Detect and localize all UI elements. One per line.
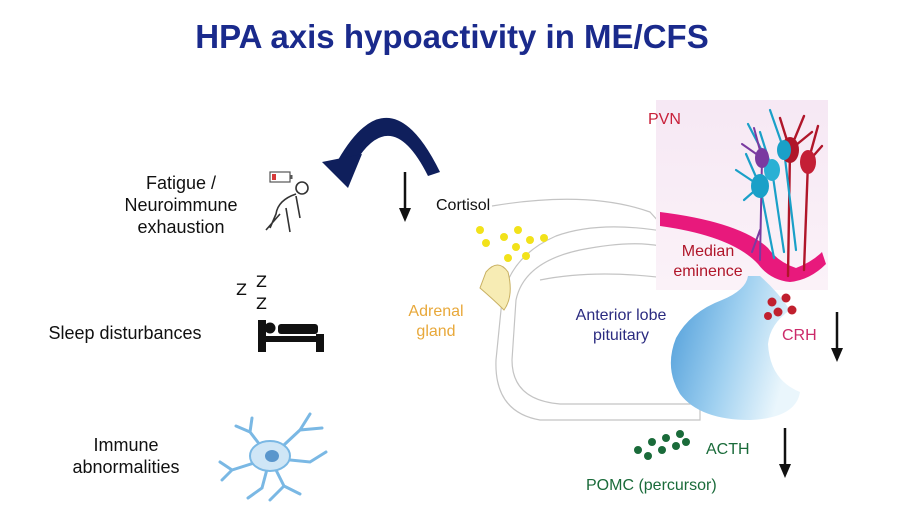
median-label-line2: eminence bbox=[673, 263, 743, 280]
sleep-z-3: Z bbox=[256, 294, 267, 313]
symptom-fatigue: Fatigue / Neuroimmune exhaustion bbox=[86, 172, 276, 238]
feedback-arrow bbox=[322, 117, 440, 188]
symptom-immune-line1: Immune bbox=[93, 435, 159, 455]
crh-label: CRH bbox=[782, 327, 817, 344]
sleep-z-1: Z bbox=[236, 280, 247, 299]
page-title: HPA axis hypoactivity in ME/CFS bbox=[195, 18, 709, 55]
neuron-bodies bbox=[751, 137, 816, 198]
crh-down-arrow bbox=[831, 312, 843, 362]
adrenal-label-line2: gland bbox=[416, 323, 456, 340]
symptom-sleep-line1: Sleep disturbances bbox=[48, 323, 202, 343]
symptom-immune-line2: abnormalities bbox=[72, 457, 180, 477]
cortisol-down-arrow bbox=[399, 172, 411, 222]
cortisol-label: Cortisol bbox=[436, 197, 491, 214]
acth-dots bbox=[634, 430, 690, 460]
anterior-label-line1: Anterior lobe bbox=[575, 307, 667, 324]
pvn-region bbox=[656, 100, 828, 290]
pvn-neurons bbox=[734, 108, 824, 278]
anterior-pituitary-label: Anterior lobe pituitary bbox=[558, 306, 684, 346]
low-battery-icon bbox=[269, 171, 293, 183]
symptom-fatigue-line1: Fatigue / bbox=[145, 173, 217, 193]
symptom-immune: Immune abnormalities bbox=[36, 434, 216, 478]
adrenal-label-line1: Adrenal bbox=[408, 303, 464, 320]
symptom-fatigue-line2: Neuroimmune bbox=[124, 195, 238, 215]
cortisol-dots bbox=[476, 226, 548, 262]
median-eminence-label: Median eminence bbox=[660, 242, 756, 282]
anterior-pituitary-shape bbox=[670, 276, 800, 420]
pvn-label: PVN bbox=[648, 111, 681, 128]
anterior-label-line2: pituitary bbox=[592, 327, 650, 344]
tired-person-icon bbox=[265, 181, 309, 233]
adrenal-label: Adrenal gland bbox=[398, 302, 474, 342]
sleep-z-2: Z bbox=[256, 272, 267, 291]
pomc-label: POMC (percursor) bbox=[586, 477, 717, 494]
median-eminence-shape bbox=[660, 212, 826, 282]
acth-label: ACTH bbox=[706, 441, 750, 458]
symptom-sleep: Sleep disturbances bbox=[30, 322, 220, 344]
crh-dots bbox=[764, 293, 797, 320]
immune-cell-icon bbox=[218, 412, 328, 502]
median-label-line1: Median bbox=[681, 243, 735, 260]
adrenal-gland-shape bbox=[479, 264, 511, 311]
symptom-fatigue-line3: exhaustion bbox=[137, 217, 225, 237]
acth-down-arrow bbox=[779, 428, 791, 478]
sleeping-person-icon bbox=[258, 320, 324, 352]
